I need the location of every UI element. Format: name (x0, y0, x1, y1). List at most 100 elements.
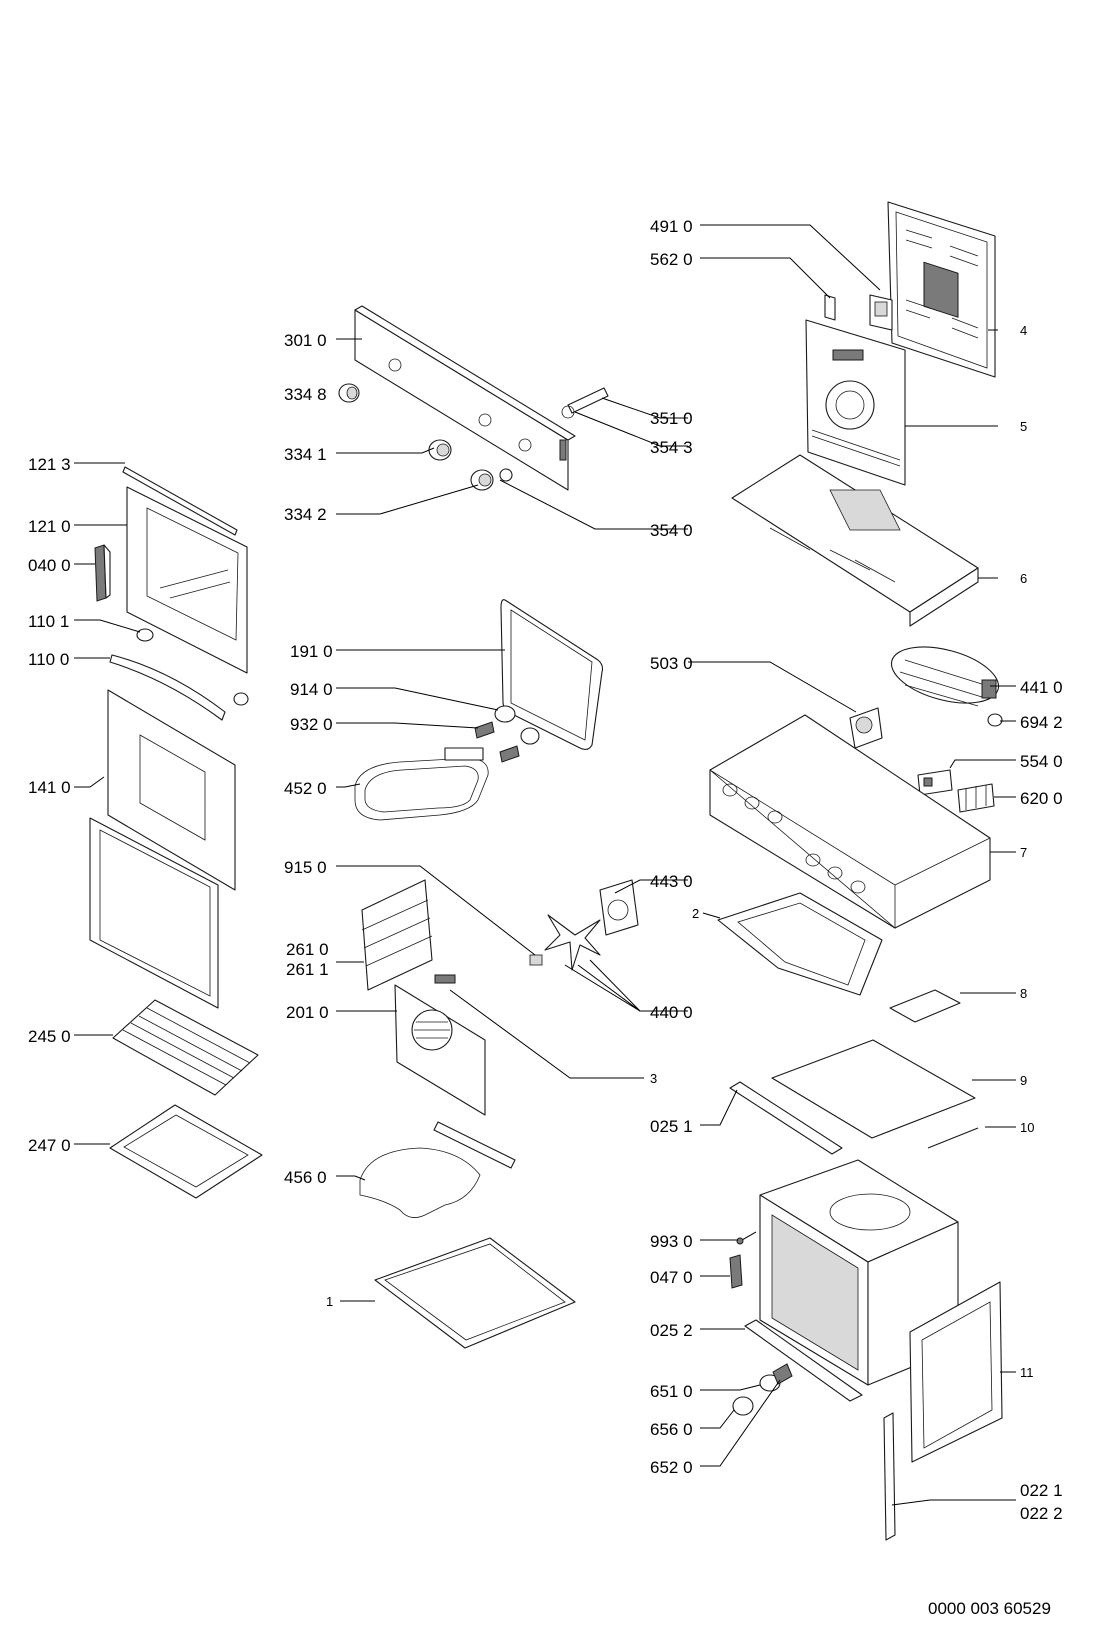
label-1410: 141 0 (28, 778, 71, 797)
label-6942: 694 2 (1020, 713, 1063, 732)
part-3341-knob (428, 439, 452, 461)
label-4400: 440 0 (650, 1003, 693, 1022)
label-3510: 351 0 (650, 409, 693, 428)
label-9930: 993 0 (650, 1232, 693, 1251)
label-4560: 456 0 (284, 1168, 327, 1187)
label-5: 5 (1020, 419, 1027, 434)
label-9320: 932 0 (290, 715, 333, 734)
label-1210: 121 0 (28, 517, 71, 536)
part-4430-fan-motor (599, 879, 639, 936)
part-2-inner-frame (717, 892, 883, 996)
label-3348: 334 8 (284, 385, 327, 404)
label-11: 11 (1020, 1365, 1034, 1380)
part-5540-switch (917, 769, 953, 796)
part-3342-knob (470, 468, 513, 491)
part-6-top-plate (731, 454, 979, 627)
part-labels: 491 0 562 0 4 5 6 301 0 334 8 334 1 334 … (28, 217, 1063, 1618)
label-0221: 022 1 (1020, 1481, 1063, 1500)
label-3540: 354 0 (650, 521, 693, 540)
label-2010: 201 0 (286, 1003, 329, 1022)
part-6560-knob (732, 1396, 754, 1416)
label-1: 1 (326, 1294, 333, 1309)
label-6560: 656 0 (650, 1420, 693, 1439)
label-1910: 191 0 (290, 642, 333, 661)
part-3010-control-panel (354, 305, 576, 491)
part-oven-cavity (759, 1159, 959, 1386)
part-10-rod (927, 1127, 979, 1149)
label-9150: 915 0 (284, 858, 327, 877)
label-2450: 245 0 (28, 1027, 71, 1046)
label-1100: 110 0 (28, 650, 69, 669)
label-4910: 491 0 (650, 217, 693, 236)
part-9320-lamp-holder (474, 721, 520, 763)
part-1210-inner-door (126, 486, 248, 674)
label-2610: 261 0 (286, 940, 329, 959)
label-5620: 562 0 (650, 250, 693, 269)
part-6942-thermostat (987, 713, 1003, 727)
label-1101: 110 1 (28, 612, 69, 631)
label-4520: 452 0 (284, 779, 327, 798)
part-0252-rail (744, 1319, 863, 1402)
part-1-bottom-plate (374, 1237, 576, 1349)
part-8-plate (889, 989, 961, 1023)
label-9140: 914 0 (290, 680, 333, 699)
part-4410-tangential-fan (890, 646, 1000, 707)
label-3543: 354 3 (650, 438, 693, 457)
label-5540: 554 0 (1020, 752, 1063, 771)
label-0252: 025 2 (650, 1321, 693, 1340)
document-number: 0000 003 60529 (928, 1599, 1051, 1618)
leader-lines (74, 224, 1016, 1506)
label-6200: 620 0 (1020, 789, 1063, 808)
part-2470-tray (109, 1104, 263, 1199)
part-6520-socket (772, 1363, 793, 1385)
label-6510: 651 0 (650, 1382, 693, 1401)
label-9: 9 (1020, 1073, 1027, 1088)
part-3348-knob (338, 383, 360, 403)
part-9-plate (771, 1039, 976, 1139)
label-10: 10 (1020, 1120, 1034, 1135)
label-7: 7 (1020, 845, 1027, 860)
label-0470: 047 0 (650, 1268, 693, 1287)
label-6520: 652 0 (650, 1458, 693, 1477)
label-3341: 334 1 (284, 445, 327, 464)
label-1213: 121 3 (28, 455, 71, 474)
part-5-fan-cover (805, 319, 906, 486)
part-1100-handle (109, 654, 226, 721)
part-4560-lower-element (359, 1121, 516, 1218)
part-1910-gasket (500, 599, 604, 751)
part-2450-rack (112, 999, 259, 1096)
part-6200-terminal-block (957, 783, 995, 813)
label-4430: 443 0 (650, 872, 693, 891)
label-0400: 040 0 (28, 556, 71, 575)
part-2010-back-panel (394, 974, 486, 1116)
label-8: 8 (1020, 986, 1027, 1001)
part-1101-screw (136, 628, 249, 706)
part-4400-fan-blade (544, 914, 601, 971)
part-0221-side-strip (883, 1412, 896, 1541)
part-9930-screw (736, 1231, 757, 1245)
label-6: 6 (1020, 571, 1027, 586)
part-5620-clip (824, 294, 836, 321)
part-0251-rail (729, 1081, 843, 1155)
label-3342: 334 2 (284, 505, 327, 524)
part-0470-bracket (729, 1254, 743, 1289)
label-4: 4 (1020, 323, 1027, 338)
part-0400-hinge (94, 544, 111, 602)
part-3510-shaft (561, 387, 609, 419)
label-5030: 503 0 (650, 654, 693, 673)
label-4410: 441 0 (1020, 678, 1063, 697)
part-4-rear-panel (887, 201, 996, 378)
label-2470: 247 0 (28, 1136, 71, 1155)
label-0222: 022 2 (1020, 1504, 1063, 1523)
part-2610-side-rail (361, 879, 433, 991)
part-1410-glass-front (107, 689, 236, 891)
part-7-control-housing (709, 714, 991, 929)
label-0251: 025 1 (650, 1117, 693, 1136)
label-3010: 301 0 (284, 331, 327, 350)
part-4910-bracket (869, 294, 893, 331)
part-1410-glass-inner (89, 817, 219, 1009)
part-4520-grill-element (354, 747, 489, 821)
label-2611: 261 1 (286, 960, 329, 979)
part-1213-trim (122, 466, 238, 536)
